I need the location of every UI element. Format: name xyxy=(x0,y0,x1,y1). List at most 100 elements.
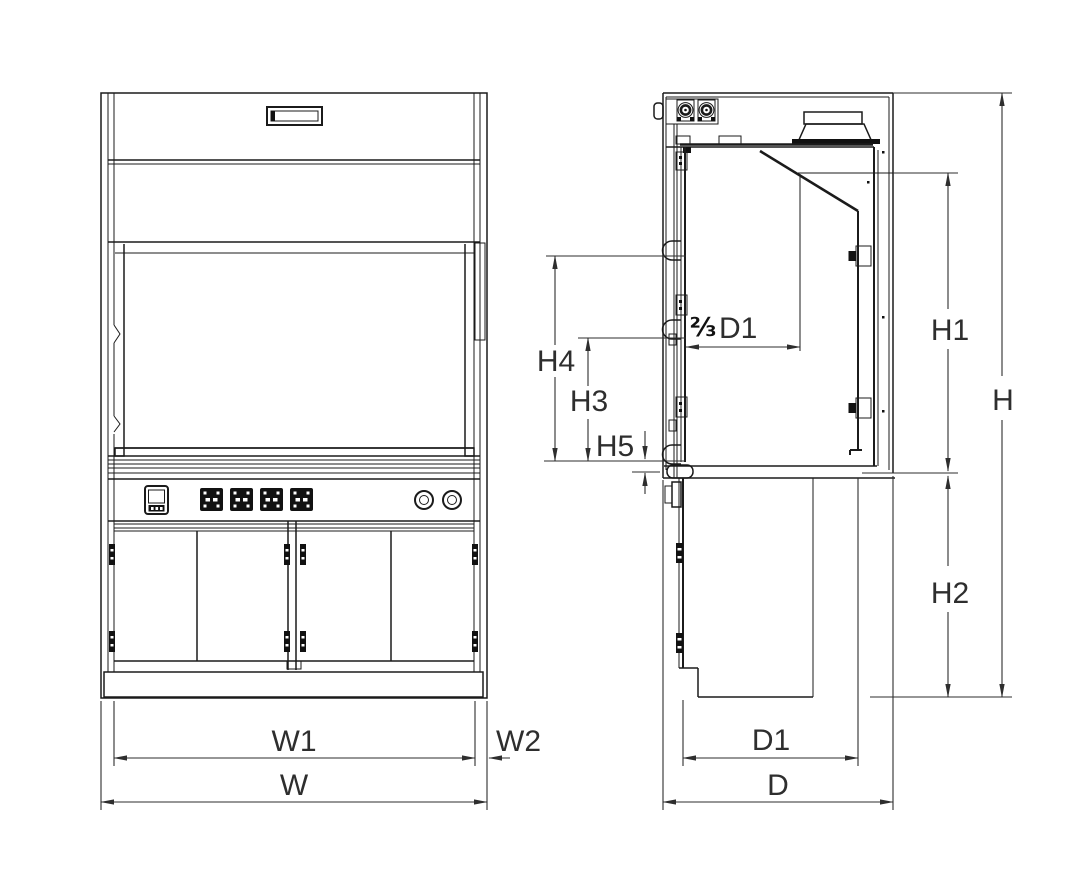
hinge xyxy=(284,544,290,565)
socket-dot xyxy=(293,504,297,508)
socket-slot xyxy=(295,498,300,502)
vent-handle-slot xyxy=(270,110,319,122)
door-hinges xyxy=(109,544,478,652)
socket-slot xyxy=(303,498,308,502)
worktop xyxy=(663,464,895,479)
cabinet-top-rails xyxy=(114,523,474,532)
socket-face xyxy=(260,488,283,511)
hinge xyxy=(284,631,290,652)
socket-dot xyxy=(263,504,267,508)
service-knobs xyxy=(414,490,462,510)
socket-face xyxy=(200,488,223,511)
sash-top-block xyxy=(683,147,691,153)
socket-dot xyxy=(293,491,297,495)
sash-hook-mid xyxy=(661,319,681,340)
sash-window xyxy=(108,242,486,457)
center-stile-foot xyxy=(286,660,302,670)
socket-face xyxy=(230,488,253,511)
side-hinge-slots xyxy=(677,548,682,649)
socket-slot xyxy=(273,498,278,502)
hinge xyxy=(109,544,115,565)
sash-bracket xyxy=(675,294,688,316)
sash-bracket xyxy=(675,396,688,418)
side-dimensions: ⅔ D1 H4 H3 H5 H1 H2 H D1 D xyxy=(537,92,1014,810)
side-inner-frame xyxy=(665,96,890,470)
power-socket-1[interactable] xyxy=(200,488,223,511)
sill-airfoil-lines xyxy=(108,459,480,474)
valve-box xyxy=(665,98,719,125)
valve-bracket-2 xyxy=(697,99,716,122)
controller-display[interactable] xyxy=(144,485,169,515)
vent-handle-outer xyxy=(266,106,323,126)
socket-dot xyxy=(203,504,207,508)
side-hinge xyxy=(676,543,683,563)
base-plinth xyxy=(103,671,484,698)
baffle-brackets xyxy=(848,245,872,419)
socket-dot xyxy=(203,491,207,495)
socket-slot xyxy=(265,498,270,502)
control-knob-2[interactable] xyxy=(442,490,462,510)
valve-1-center xyxy=(684,108,687,112)
valve-1-ring xyxy=(679,104,692,116)
dimension-label-d: D xyxy=(767,769,789,802)
interior-baffle-diagonal xyxy=(759,149,859,213)
sash-glass-frame xyxy=(123,244,466,449)
socket-dot xyxy=(246,504,250,508)
dimension-label-h5: H5 xyxy=(596,430,634,463)
power-socket-3[interactable] xyxy=(260,488,283,511)
socket-dot xyxy=(306,491,310,495)
power-socket-4[interactable] xyxy=(290,488,313,511)
control-knob-1[interactable] xyxy=(414,490,434,510)
hinge xyxy=(300,631,306,652)
dimension-label-w1: W1 xyxy=(272,725,317,758)
side-outer-frame xyxy=(662,92,894,478)
controller-key xyxy=(160,507,163,510)
side-extension-lines xyxy=(544,92,1012,810)
side-view xyxy=(653,92,895,698)
side-sash xyxy=(661,123,688,478)
sash-hook-bottom xyxy=(661,444,681,465)
power-socket-2[interactable] xyxy=(230,488,253,511)
front-extension-lines xyxy=(100,701,488,810)
valve-2-ring xyxy=(700,104,713,116)
hinge xyxy=(472,544,478,565)
controller-screen xyxy=(148,489,165,504)
socket-dot xyxy=(276,491,280,495)
dimension-label-two-thirds-ref: D1 xyxy=(719,312,757,345)
dimension-label-h3: H3 xyxy=(570,385,608,418)
baffle-bracket-clamp xyxy=(848,251,857,261)
hinge-slots xyxy=(110,549,477,647)
valve-bracket-1 xyxy=(676,99,695,122)
sash-guide-rail xyxy=(474,242,486,341)
hinge xyxy=(300,544,306,565)
controller-key xyxy=(151,507,154,510)
sash-clip xyxy=(668,333,677,346)
vent-handle-tick xyxy=(271,111,275,121)
valve-2-outer xyxy=(698,102,715,118)
base-cabinet xyxy=(103,521,484,698)
dimension-label-w: W xyxy=(280,769,309,802)
socket-dot xyxy=(246,491,250,495)
power-sockets xyxy=(200,488,313,511)
socket-dot xyxy=(216,491,220,495)
dimension-label-d1: D1 xyxy=(752,724,790,757)
sash-pulley-box-1 xyxy=(675,135,691,145)
sash-hook-top xyxy=(661,240,681,261)
dimension-label-h4: H4 xyxy=(537,345,575,378)
sash-bracket xyxy=(675,151,688,171)
front-outer-frame xyxy=(100,92,488,699)
service-valve-assembly xyxy=(653,98,719,125)
vent-handle xyxy=(266,106,323,126)
sash-pulley-box-2 xyxy=(718,135,742,145)
valve-bracket-feet xyxy=(677,117,715,121)
dimension-label-h1: H1 xyxy=(931,314,969,347)
side-cabinet xyxy=(664,478,814,698)
front-view xyxy=(100,92,488,699)
front-dimensions: W1 W2 W xyxy=(100,701,541,810)
dimension-label-w2: W2 xyxy=(496,725,541,758)
socket-dot xyxy=(263,491,267,495)
sash-rail-end-left xyxy=(114,447,125,457)
controller-body xyxy=(144,485,169,515)
